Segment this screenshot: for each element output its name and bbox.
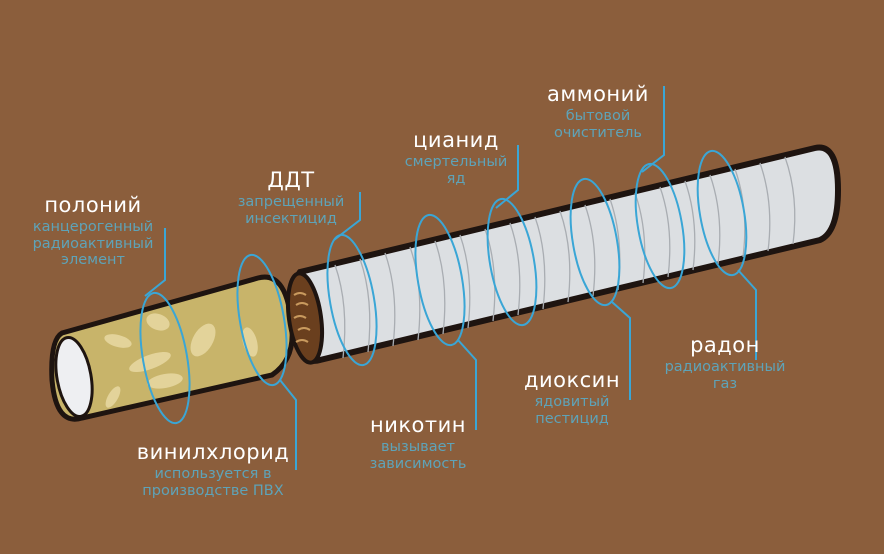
cigarette-body (285, 144, 842, 365)
chemical-description: зависимость (369, 455, 467, 472)
chemical-description: бытовой (565, 108, 631, 125)
filter-spots (104, 313, 258, 408)
chemical-description: радиоактивный (32, 235, 154, 252)
label-radon: радон радиоактивный газ (660, 333, 790, 392)
chemical-description: запрещенный (237, 194, 345, 211)
connector-lines (139, 86, 757, 470)
chemical-description: яд (446, 170, 466, 187)
paper-ribs (334, 156, 796, 359)
label-polonium: полоний канцерогенный радиоактивный элем… (18, 193, 168, 269)
chemical-description: вызывает (381, 439, 455, 456)
label-cyanide: цианид смертельный яд (396, 128, 516, 187)
chemical-name: цианид (413, 128, 499, 152)
chemical-name: ДДТ (267, 168, 315, 192)
chemical-name: диоксин (523, 368, 621, 392)
chemical-description: радиоактивный (664, 359, 786, 376)
chemical-name: винилхлорид (136, 440, 290, 464)
chemical-name: радон (690, 333, 760, 357)
chemical-description: газ (712, 375, 738, 392)
label-dioxin: диоксин ядовитый пестицид (512, 368, 632, 427)
chemical-name: никотин (369, 413, 467, 437)
label-ammonium: аммоний бытовой очиститель (532, 82, 664, 141)
chemical-description: канцерогенный (32, 219, 154, 236)
chemical-name: аммоний (547, 82, 649, 106)
chemical-description: элемент (61, 252, 125, 269)
chemical-description: смертельный (404, 154, 508, 171)
chemical-description: очиститель (554, 124, 642, 141)
chemical-description: инсектицид (245, 210, 337, 227)
cigarette-filter (49, 274, 295, 422)
chemical-description: используется в (154, 466, 272, 483)
chemical-description: пестицид (535, 410, 609, 427)
label-nicotine: никотин вызывает зависимость (358, 413, 478, 472)
chemical-name: полоний (44, 193, 142, 217)
label-ddt: ДДТ запрещенный инсектицид (226, 168, 356, 227)
tobacco-strands (293, 292, 311, 343)
chemical-description: производстве ПВХ (142, 482, 284, 499)
label-vinyl-chloride: винилхлорид используется в производстве … (128, 440, 298, 499)
chemical-description: ядовитый (534, 394, 610, 411)
